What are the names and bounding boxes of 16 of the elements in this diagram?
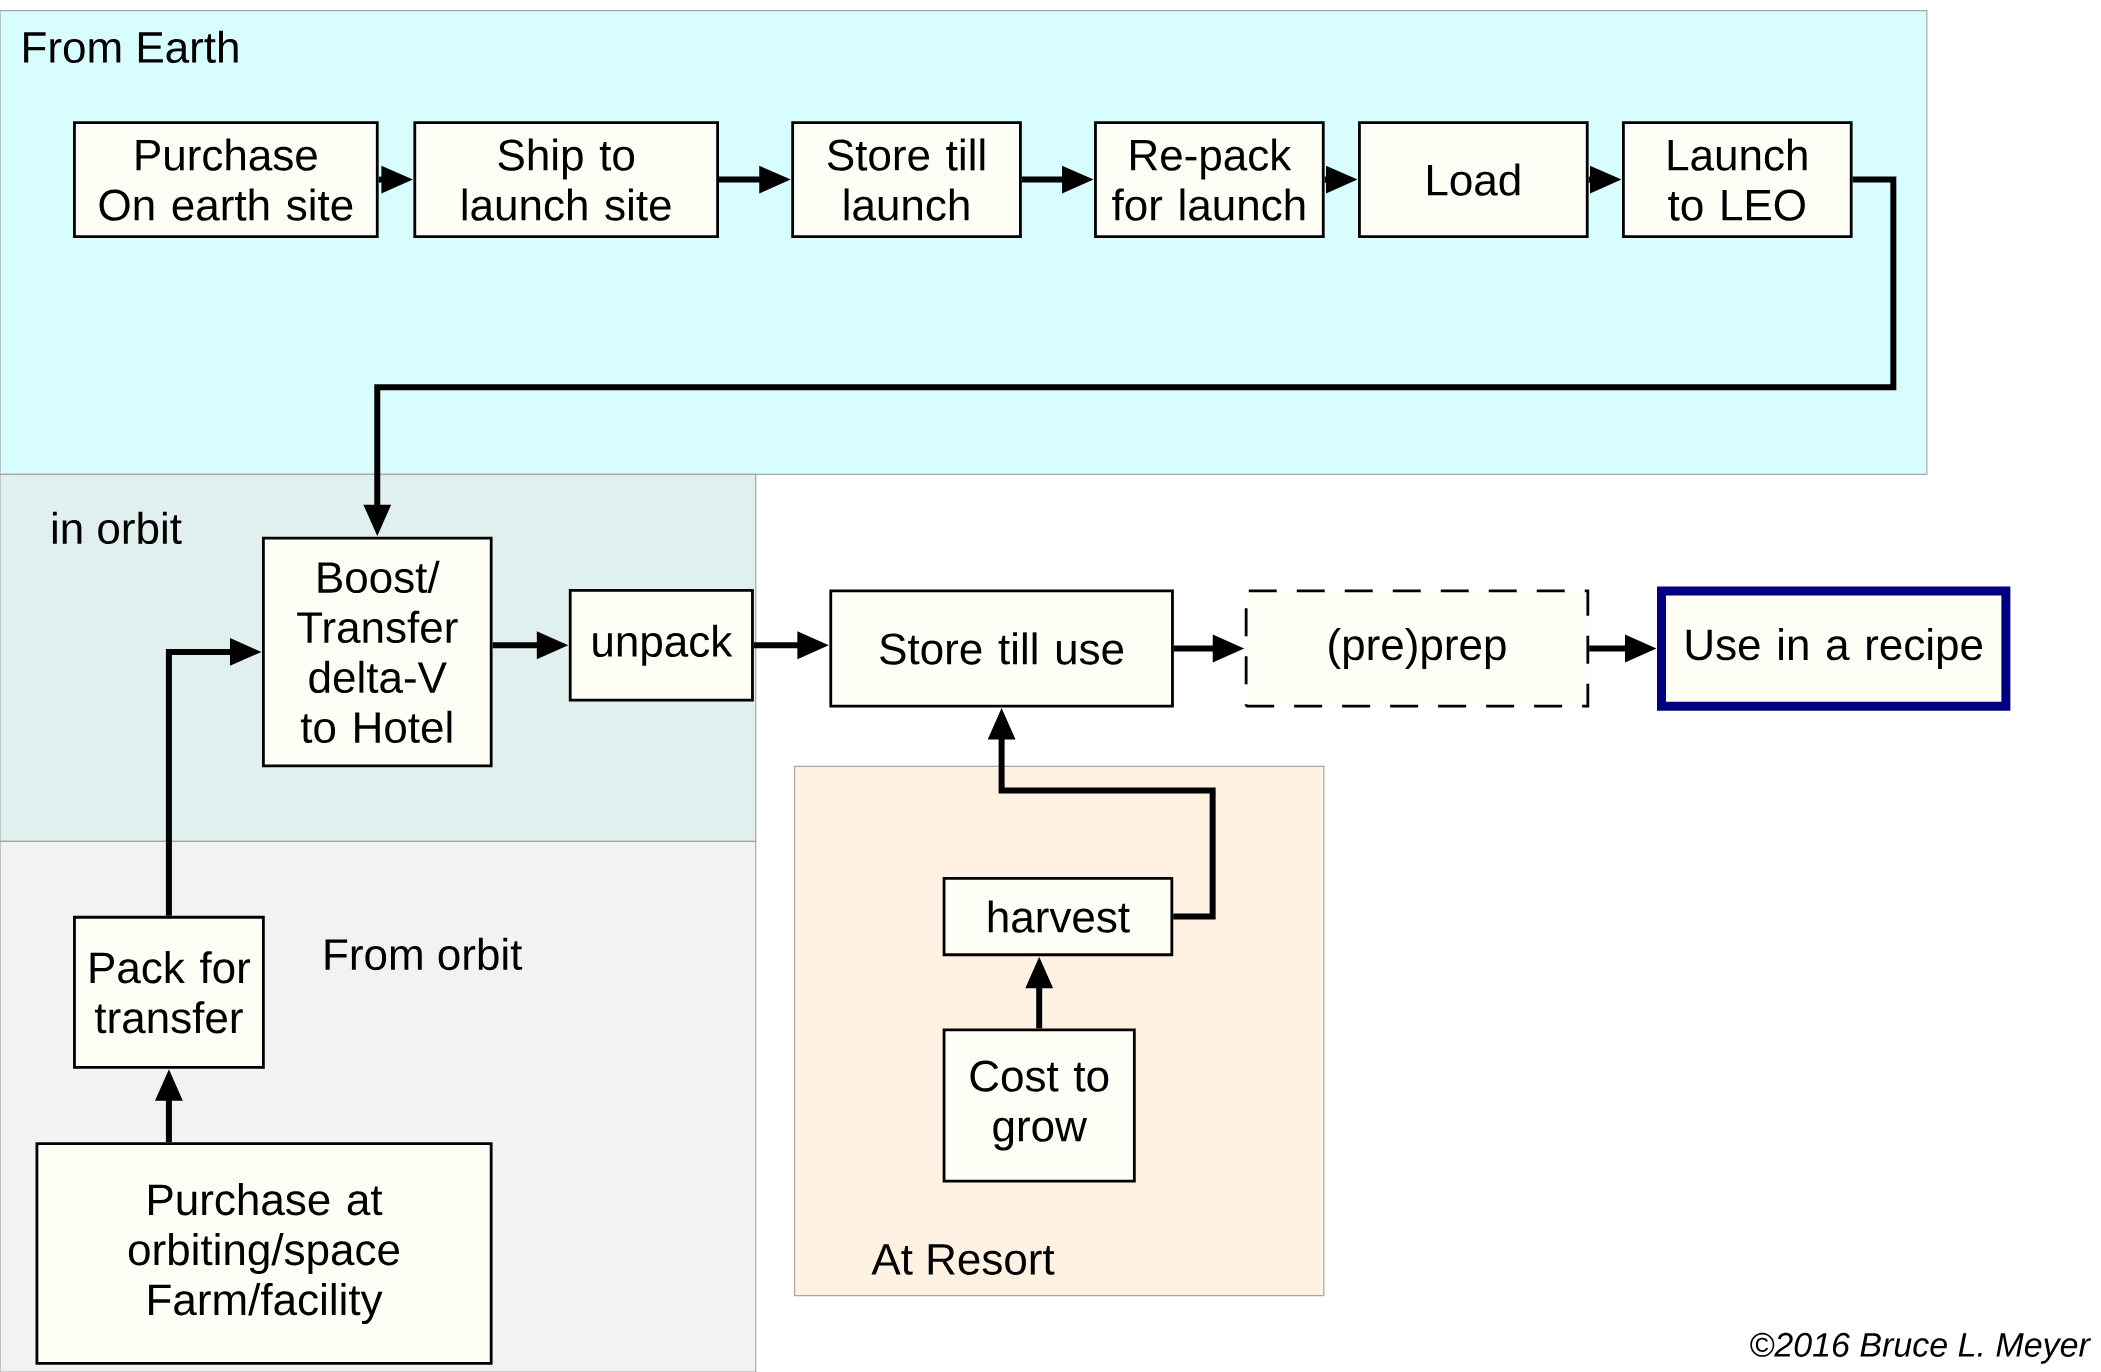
process-box: Load [1358,121,1589,238]
process-box: Ship to launch site [413,121,719,238]
process-box: Launch to LEO [1622,121,1853,238]
process-box: harvest [942,876,1174,957]
process-box: Re-pack for launch [1094,121,1325,238]
goal-box: Use in a recipe [1657,586,2011,711]
optional-step-box: (pre)prep [1244,589,1590,708]
process-box: Boost/ Transfer delta-V to Hotel [262,536,493,768]
copyright-note: ©2016 Bruce L. Meyer [1750,1332,2091,1364]
process-box: Pack for transfer [73,915,265,1069]
process-box: Purchase at orbiting/space Farm/facility [35,1142,493,1365]
process-box: Store till use [829,589,1174,708]
process-box: Cost to grow [942,1028,1136,1183]
process-box: Store till launch [791,121,1022,238]
process-box: unpack [568,588,754,702]
process-box: Purchase On earth site [73,121,379,238]
